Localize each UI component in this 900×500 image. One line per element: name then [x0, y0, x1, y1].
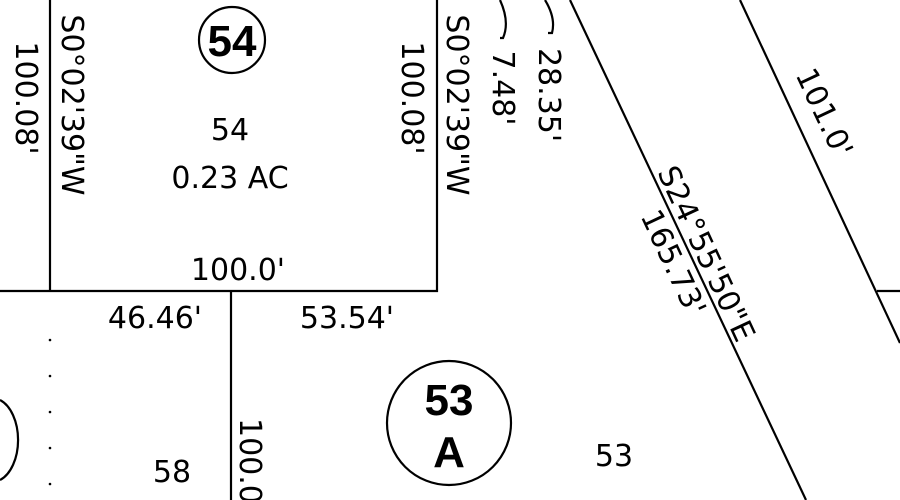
far-right-dimension: 101.0' [788, 63, 860, 163]
lot-53-tag-bottom: A [433, 428, 465, 477]
lot-54-south-dimension: 100.0' [191, 253, 285, 288]
lot-58-east-dimension: 100.0 [232, 418, 267, 500]
lot-53-tag-top: 53 [425, 376, 474, 425]
left-bearing: S0°02'39"W [54, 14, 89, 195]
lot-54-tag: 54 [197, 5, 267, 75]
lot-53-number: 53 [595, 439, 633, 474]
lot-53-north-dimension: 53.54' [300, 301, 394, 336]
diagonal-boundary-line [569, 0, 807, 500]
lot-58-north-dimension: 46.46' [108, 301, 202, 336]
lot-54-tag-text: 54 [208, 17, 257, 66]
lot-53-tag: 53 A [385, 359, 513, 487]
arc-curve-2 [544, 0, 555, 35]
right-west-dimension: 100.08' [394, 41, 429, 154]
lot-58-number: 58 [153, 455, 191, 490]
dotted-line [48, 338, 52, 486]
arc-curve-1 [498, 0, 507, 40]
partial-circle-left [0, 399, 20, 481]
arc-2-length: 28.35' [531, 48, 566, 142]
lot-54-area: 0.23 AC [171, 161, 288, 196]
right-bearing: S0°02'39"W [439, 14, 474, 195]
arc-1-length: 7.48' [485, 50, 520, 125]
far-right-boundary-line [739, 0, 900, 344]
left-west-dimension: 100.08' [8, 41, 43, 154]
lot-54-number: 54 [211, 113, 249, 148]
